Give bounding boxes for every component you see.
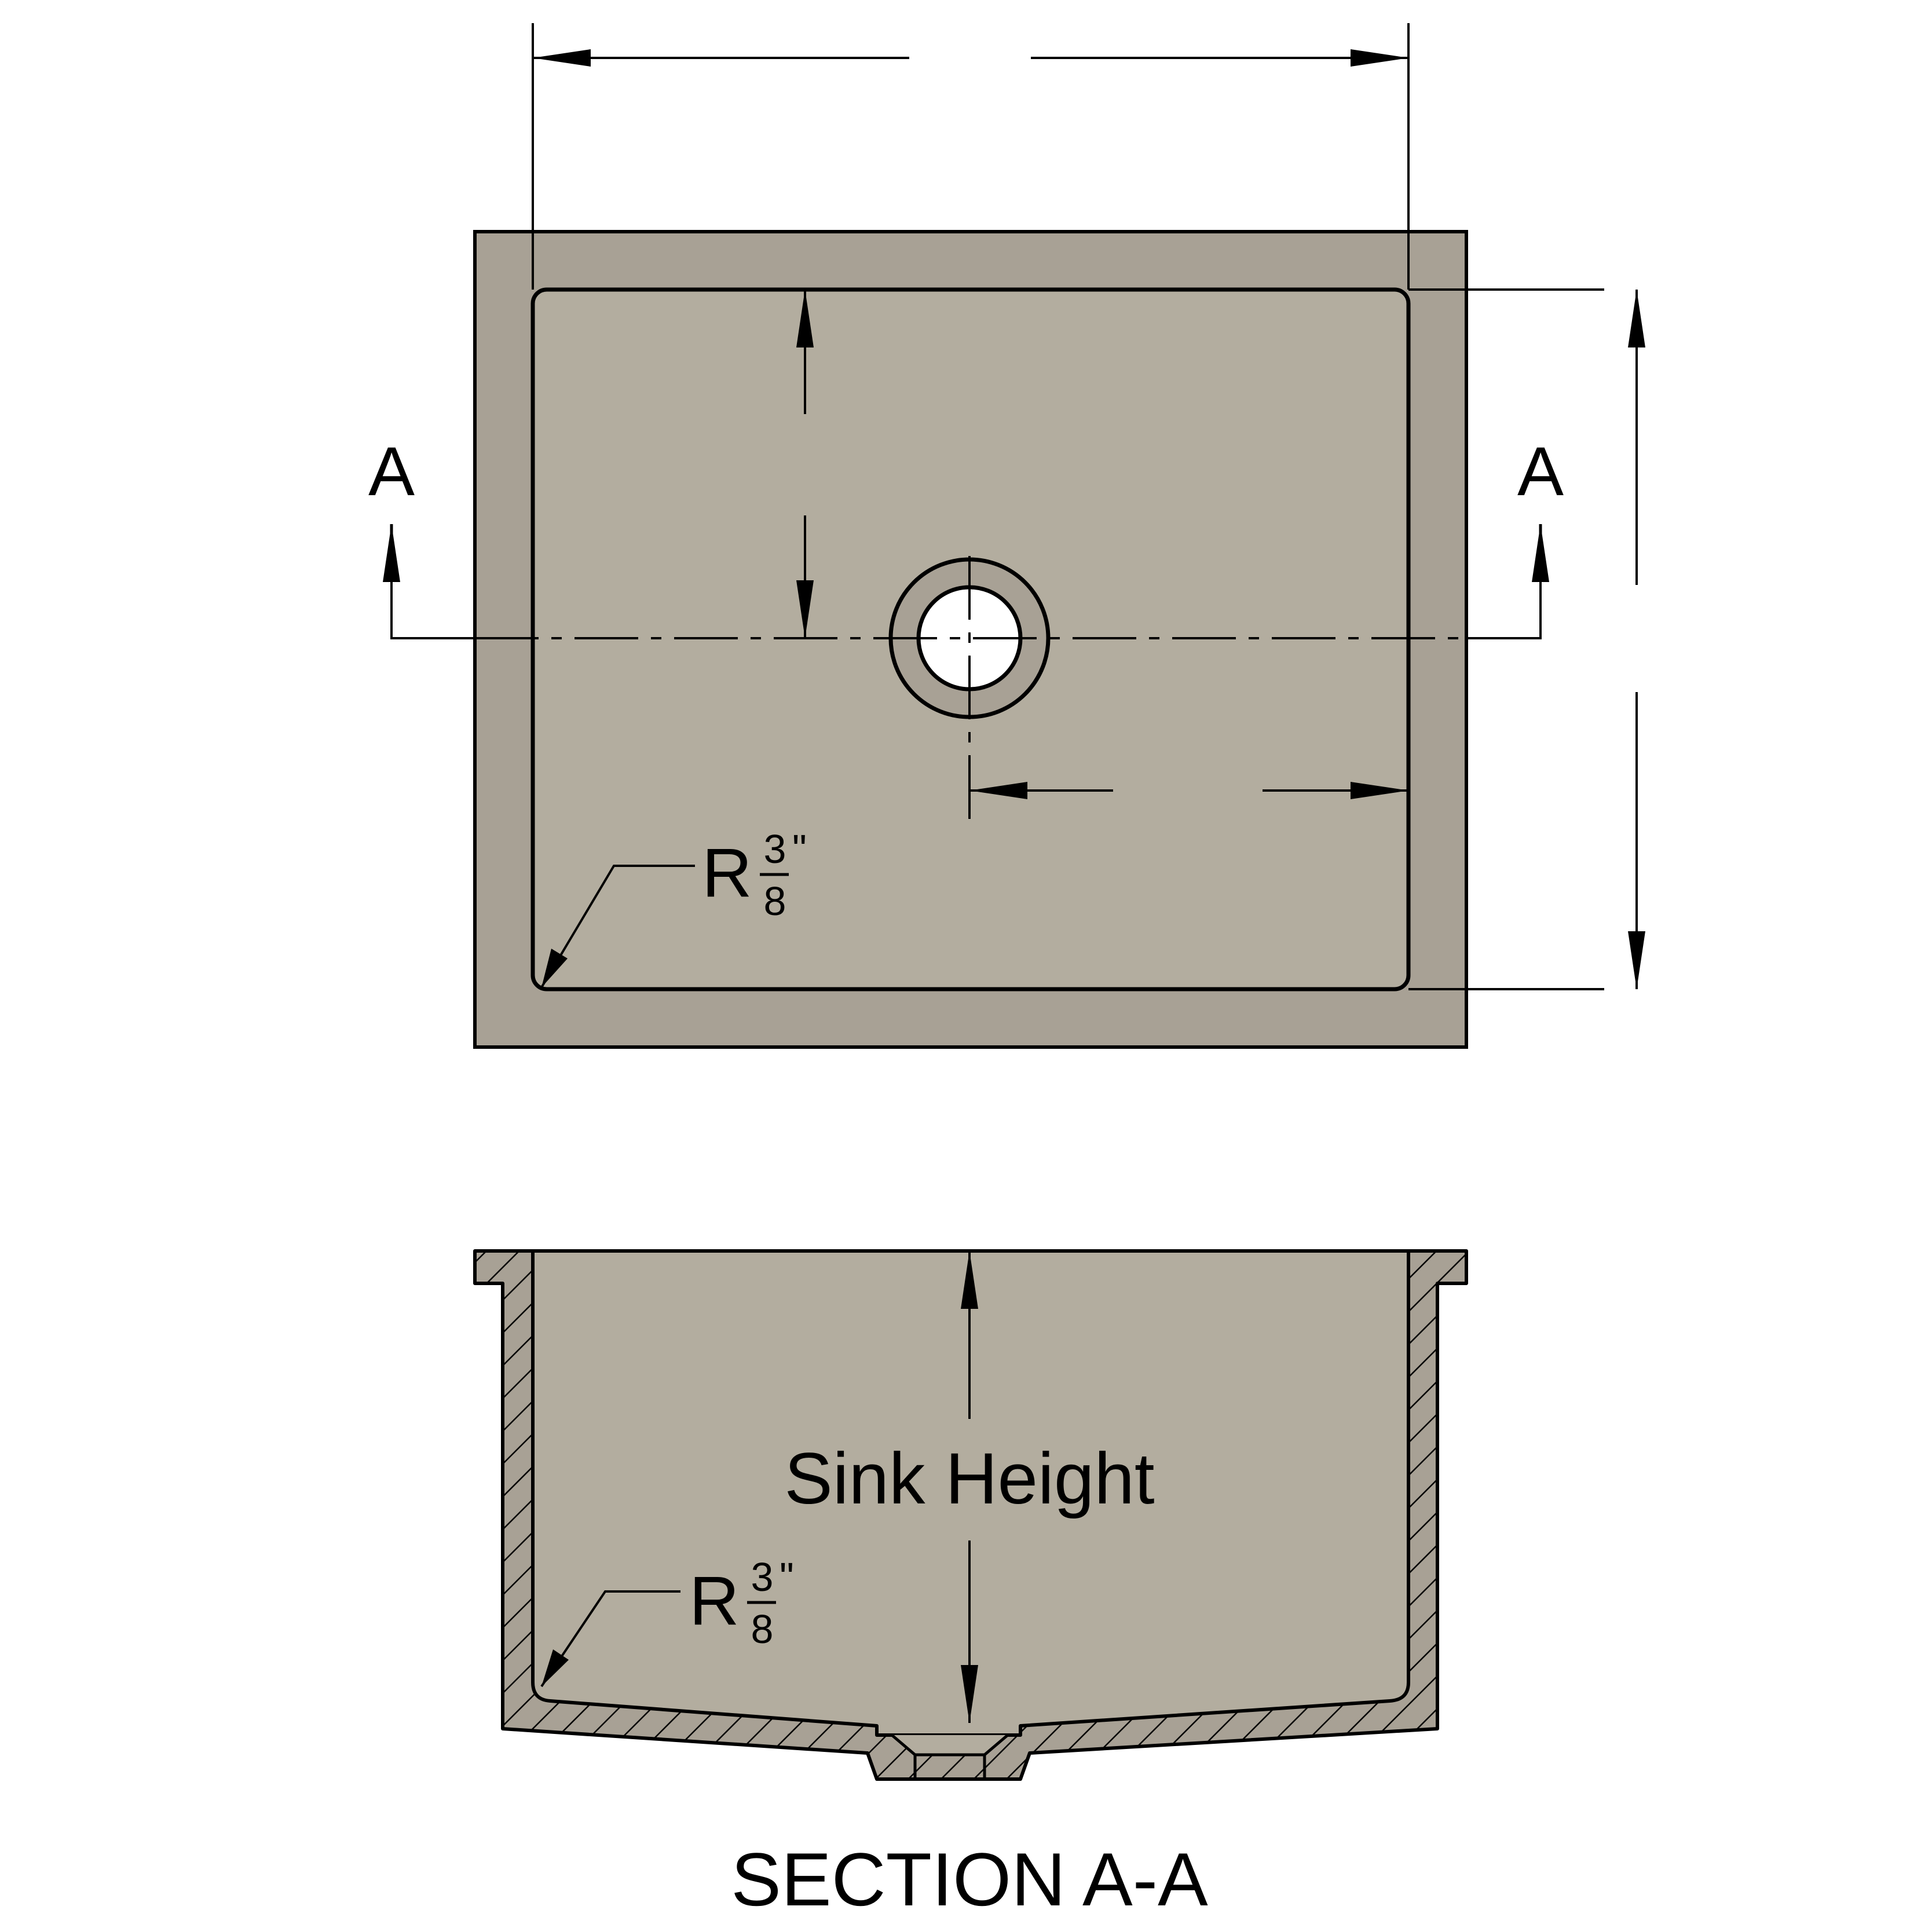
radius-prefix: R xyxy=(689,1562,740,1640)
section-marker-right: A xyxy=(1517,433,1564,510)
section-drain-throat xyxy=(891,1734,1009,1757)
radius-unit: " xyxy=(780,1554,794,1600)
radius-denominator: 8 xyxy=(751,1607,774,1652)
radius-callout-plan: R 3 8 " xyxy=(540,826,807,989)
sink-height-label: Sink Height xyxy=(784,1439,1154,1519)
section-marker-left: A xyxy=(368,433,415,510)
section-basin-interior xyxy=(531,1249,1410,1737)
radius-callout-section: R 3 8 " xyxy=(540,1554,794,1688)
radius-unit: " xyxy=(792,826,807,872)
radius-prefix: R xyxy=(702,834,752,912)
section-view: Sink Height R 3 8 " SECTION A-A xyxy=(473,1249,1468,1922)
width-dimension xyxy=(532,23,1410,290)
section-cut-line xyxy=(383,524,1549,828)
section-caption: SECTION A-A xyxy=(731,1837,1208,1922)
depth-dimension xyxy=(1408,288,1645,990)
radius-denominator: 8 xyxy=(764,879,786,924)
radius-numerator: 3 xyxy=(751,1554,774,1600)
radius-numerator: 3 xyxy=(764,826,786,872)
plan-view: A A R 3 xyxy=(368,23,1645,1049)
